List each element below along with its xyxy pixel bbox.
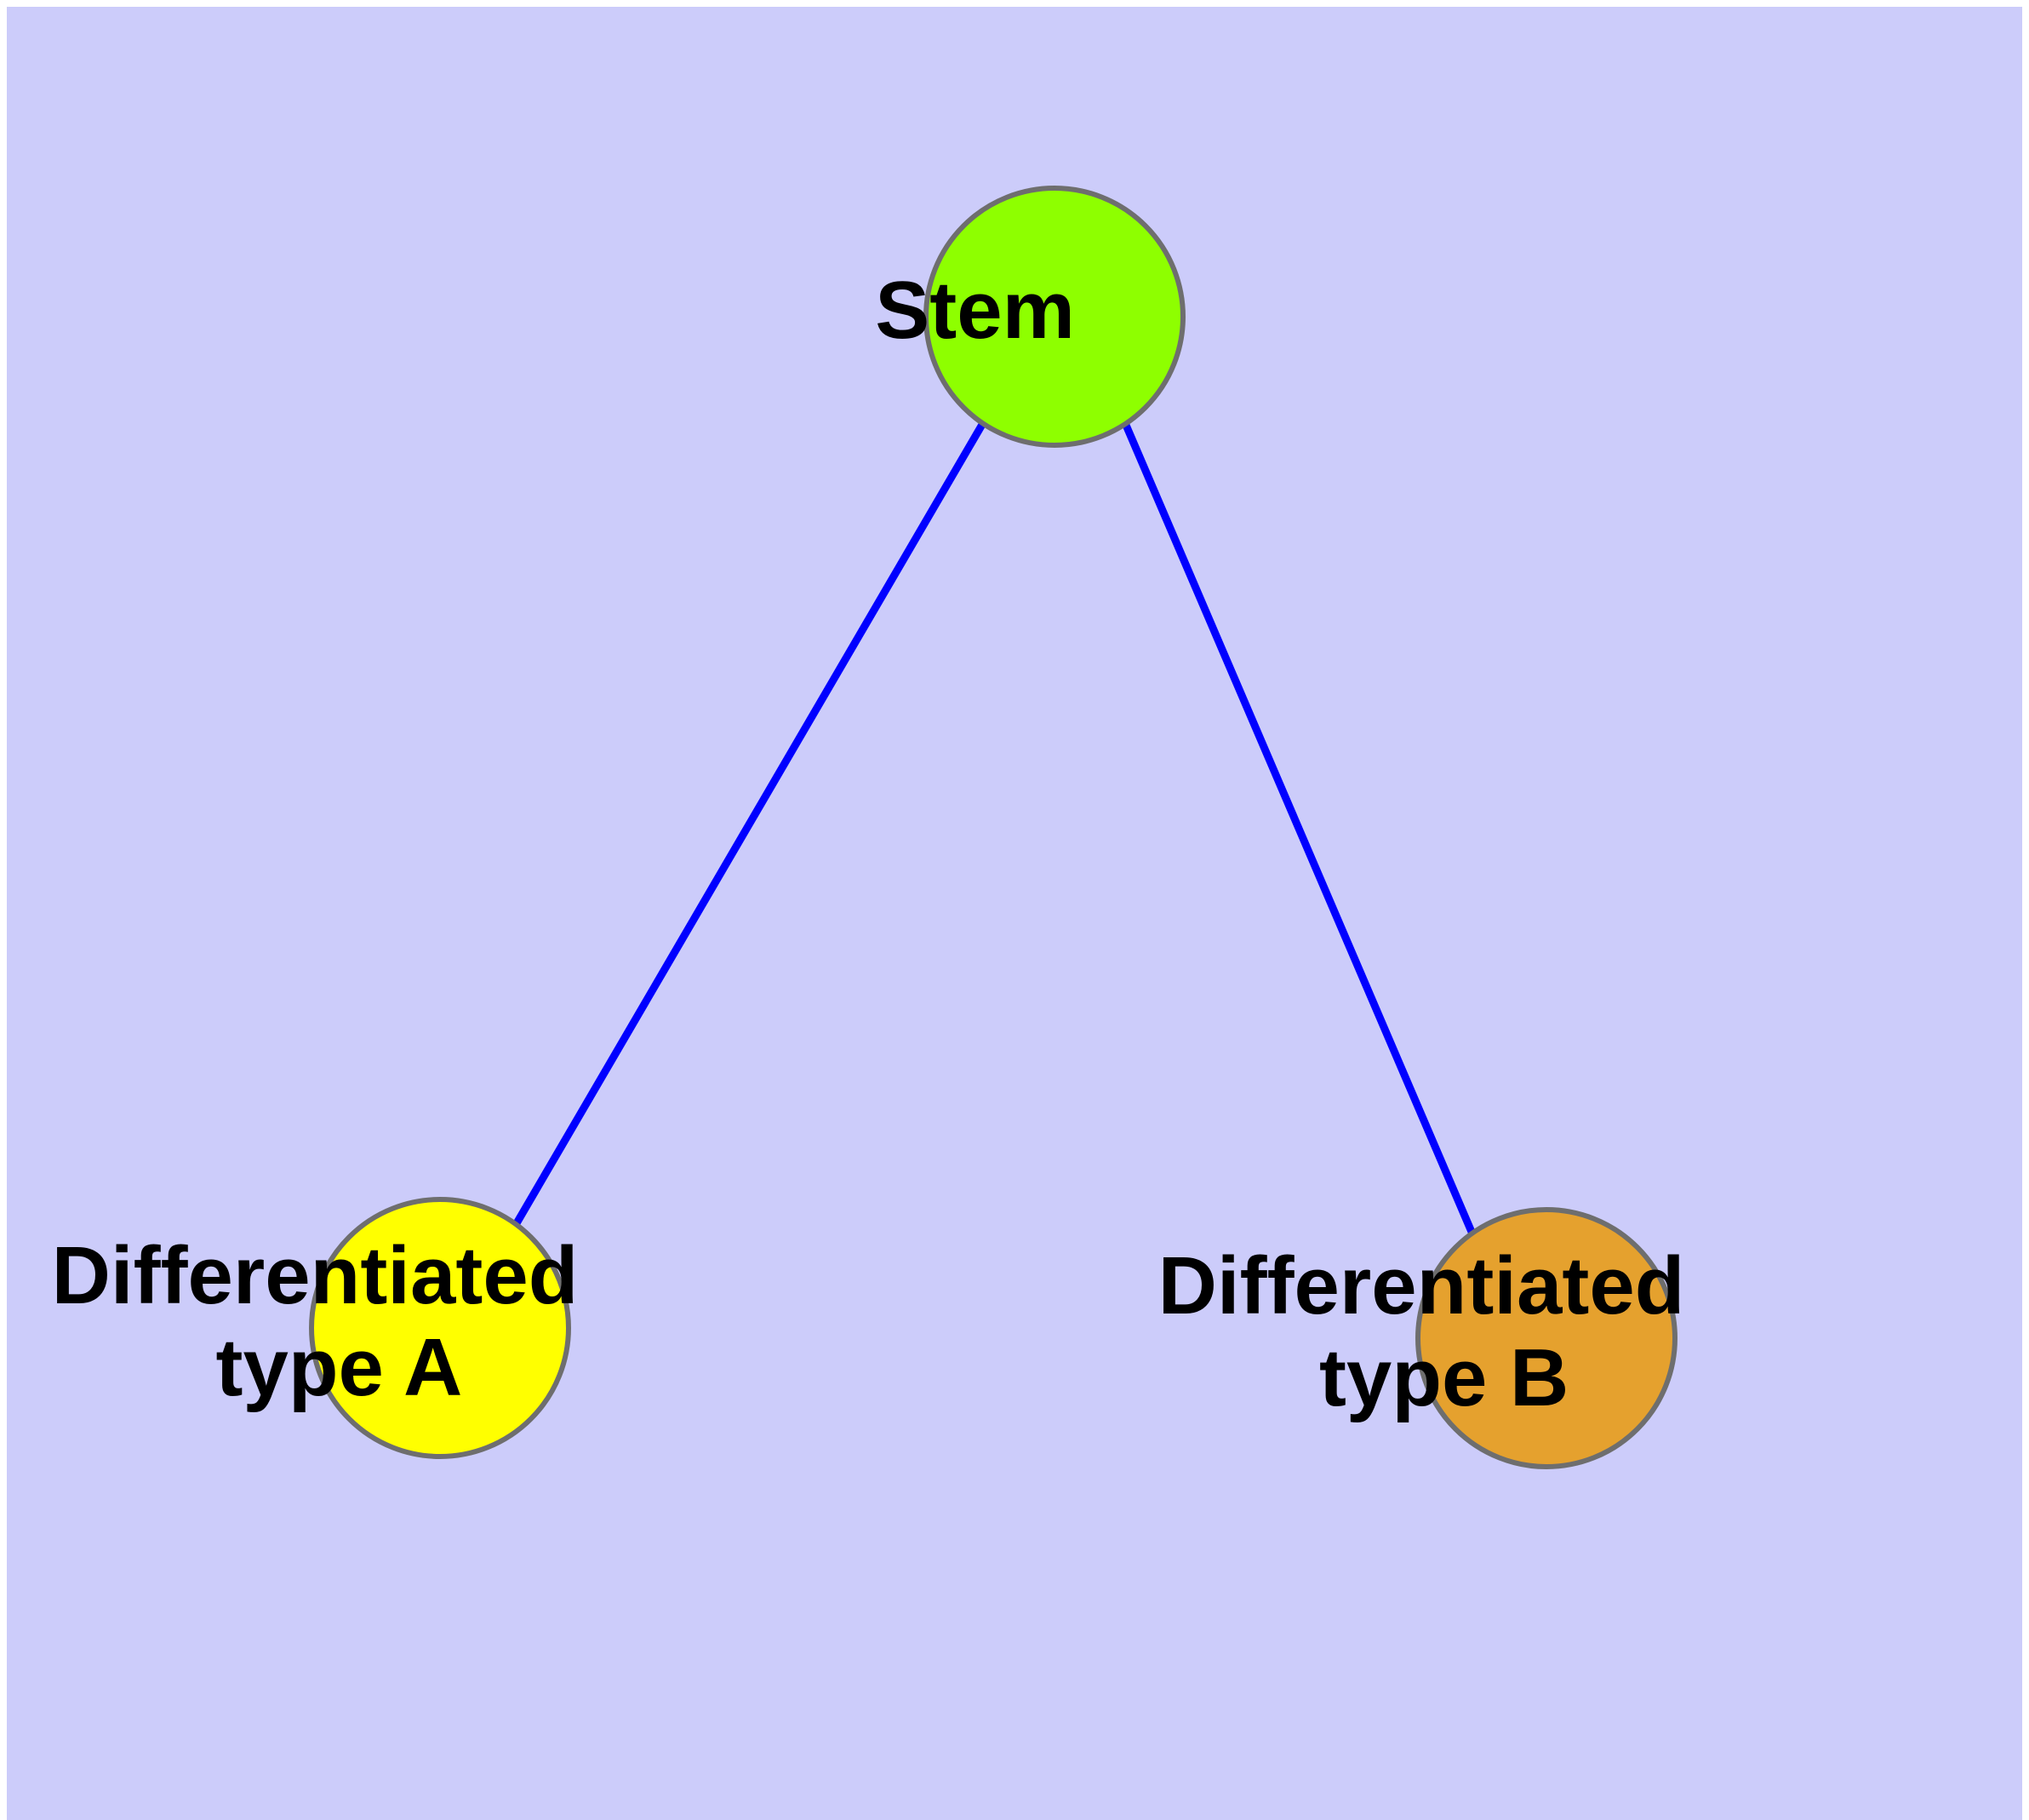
node-labels-group: Stem Differentiated type A Differentiate… <box>0 0 1685 1424</box>
node-differentiated-type-a-label-line2: type A <box>216 1323 461 1414</box>
node-differentiated-type-b-circle[interactable] <box>1415 1207 1677 1469</box>
node-differentiated-type-a-circle[interactable] <box>309 1197 571 1459</box>
node-differentiated-type-a-label-line1: Differentiated <box>52 1230 579 1321</box>
node-differentiated-type-b-label-line2: type B <box>1319 1333 1569 1424</box>
node-differentiated-type-b-label-line1: Differentiated <box>1158 1240 1685 1331</box>
node-stem-label: Stem <box>0 0 1234 356</box>
node-stem-circle[interactable] <box>923 186 1186 448</box>
node-differentiated-type-b-label: Differentiated type B <box>1158 1240 1685 1424</box>
edges-group <box>513 421 1476 1233</box>
edge-stem-to-differentiated-type-a <box>513 421 986 1226</box>
nodes-group <box>309 186 1677 1469</box>
node-stem-label-line1: Stem <box>875 265 1075 356</box>
edge-stem-to-differentiated-type-b <box>1121 421 1476 1233</box>
node-differentiated-type-a-label: Differentiated type A <box>0 0 782 1414</box>
